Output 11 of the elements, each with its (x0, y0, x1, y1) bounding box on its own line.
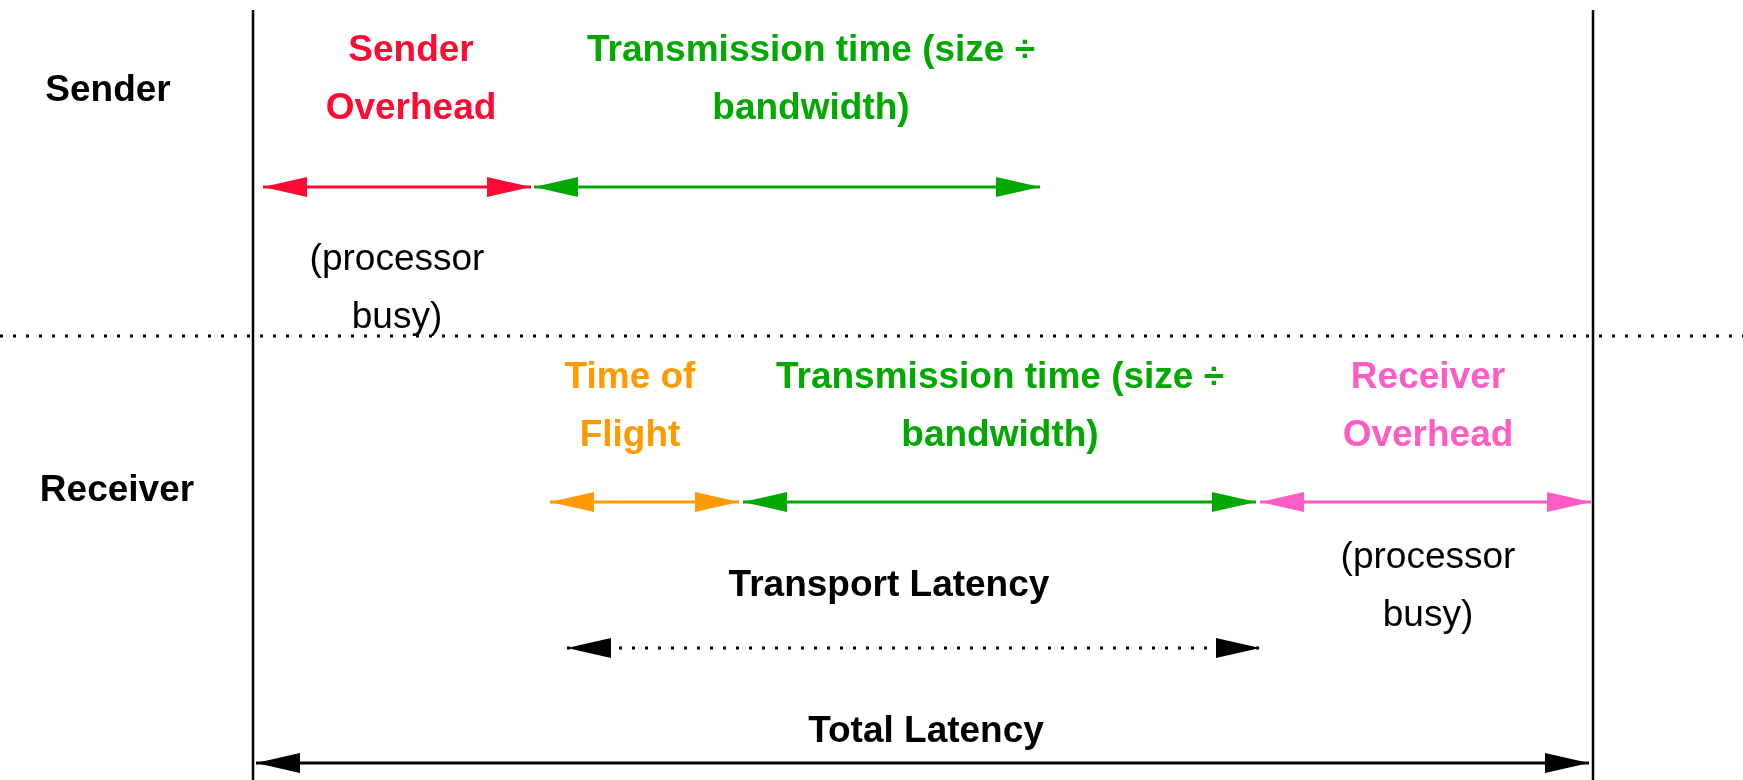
interval-label: Receiver Overhead (1341, 354, 1515, 456)
interval-label: Total Latency (807, 708, 1045, 752)
interval-label: Transmission time (size ÷ bandwidth) (586, 27, 1036, 129)
interval-label: Time of Flight (563, 354, 697, 456)
interval-label: Transport Latency (727, 562, 1051, 606)
note-text: (processor busy) (308, 236, 486, 338)
note-text: (processor busy) (1339, 534, 1517, 636)
row-label: Sender (44, 67, 172, 111)
interval-label: Transmission time (size ÷ bandwidth) (775, 354, 1225, 456)
row-label: Receiver (38, 467, 196, 511)
interval-label: Sender Overhead (324, 27, 498, 129)
